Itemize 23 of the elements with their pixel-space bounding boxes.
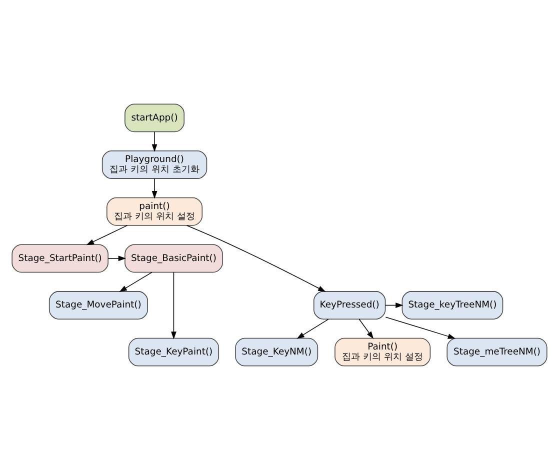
node-box: Stage_MovePaint() xyxy=(48,291,148,320)
node-box: Stage_keyTreeNM() xyxy=(402,291,504,320)
node-box: Stage_BasicPaint() xyxy=(124,244,223,273)
node-box: KeyPressed() xyxy=(313,291,386,320)
arrow xyxy=(384,302,404,308)
node-box: Stage_KeyNM() xyxy=(235,338,318,366)
arrow xyxy=(119,272,152,292)
node-box: Playground() 집과 키의 위치 초기화 xyxy=(102,150,208,179)
arrow xyxy=(152,131,158,152)
arrow xyxy=(186,225,326,292)
arrow xyxy=(152,178,158,199)
arrow xyxy=(296,318,329,339)
node-box: Paint() 집과 키의 위치 설정 xyxy=(334,338,431,366)
node-box: Stage_KeyPaint() xyxy=(128,338,220,366)
node-box: startApp() xyxy=(124,104,184,132)
arrow xyxy=(86,225,128,246)
node-box: Stage_meTreeNM() xyxy=(446,338,548,366)
arrow xyxy=(385,316,456,339)
node-box: paint() 집과 키의 위치 설정 xyxy=(106,197,203,226)
arrow xyxy=(358,318,374,340)
arrow xyxy=(171,272,176,340)
arrow xyxy=(108,256,126,262)
node-box: Stage_StartPaint() xyxy=(12,244,108,273)
